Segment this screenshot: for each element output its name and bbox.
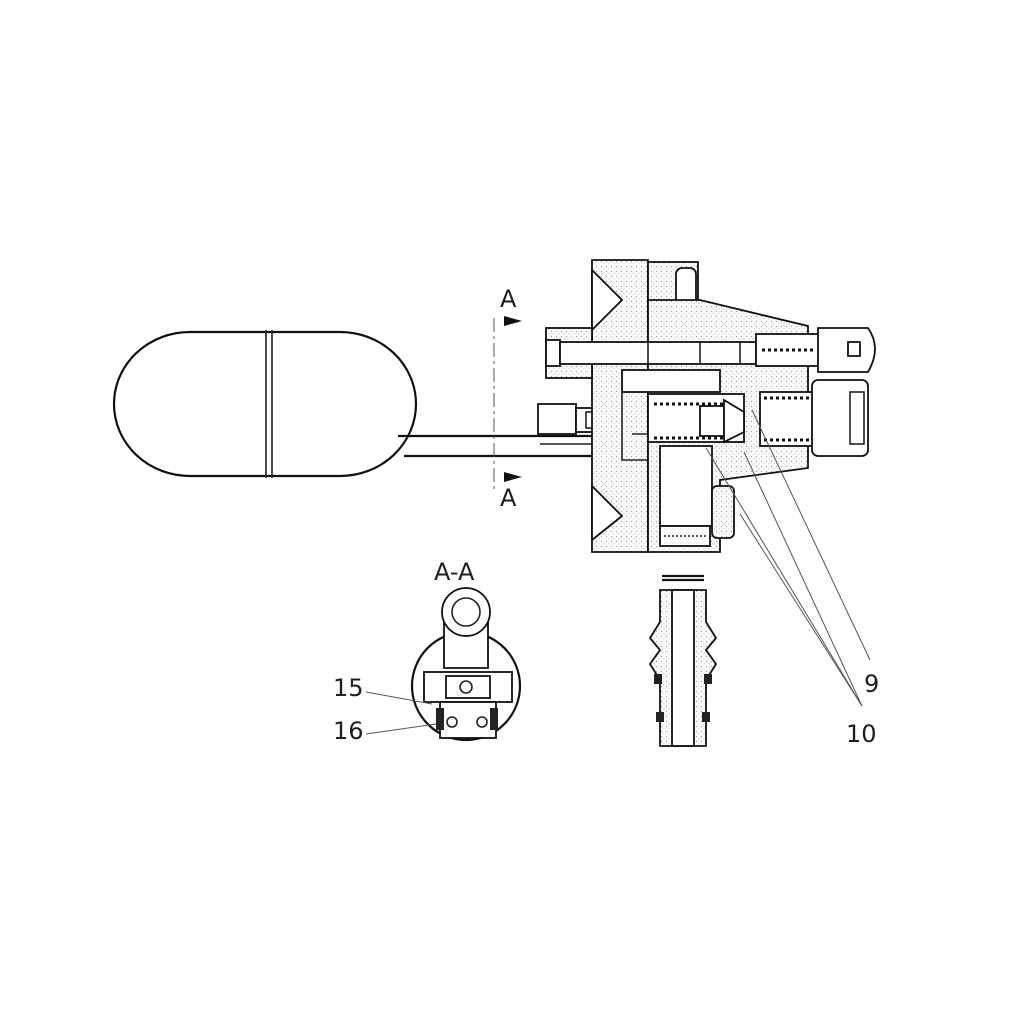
section-line-a: A A: [493, 285, 522, 512]
valve-body: [545, 259, 876, 553]
section-marker-top: A: [500, 285, 517, 313]
arrow-icon: [504, 472, 522, 482]
callout-16: 16: [333, 717, 364, 745]
section-marker-bottom: A: [500, 484, 517, 512]
outlet-fitting: [648, 574, 718, 747]
float-arm: [398, 403, 605, 458]
arrow-icon: [504, 316, 522, 326]
section-view-title: A-A: [434, 558, 475, 586]
callout-10: 10: [846, 720, 877, 748]
callouts: 15 16 9 10: [333, 409, 879, 748]
float-ball: [112, 330, 418, 478]
callout-15: 15: [333, 674, 364, 702]
section-view-a-a: A-A: [410, 558, 522, 742]
callout-9: 9: [864, 670, 879, 698]
